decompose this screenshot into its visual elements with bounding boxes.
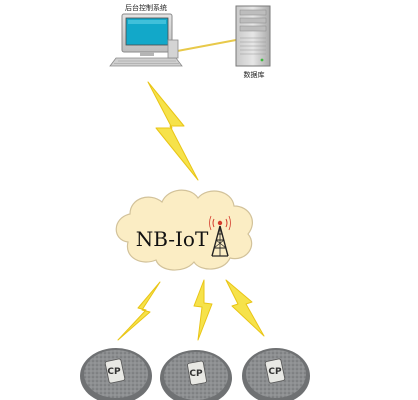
manhole-cover: CP (160, 350, 232, 400)
lightning-icon (193, 279, 213, 341)
manhole-cover-icon (80, 348, 152, 400)
cover-label: CP (189, 369, 203, 379)
server-icon (235, 5, 271, 67)
cover-label: CP (268, 367, 282, 377)
control-system-label: 后台控制系统 (125, 3, 167, 12)
antenna-tower-icon (209, 215, 231, 257)
nb-iot-label: NB-IoT (136, 227, 209, 251)
control-system-computer: 后台控制系统 (109, 3, 183, 67)
computer-server-connector (171, 39, 237, 53)
lightning-icon (225, 279, 265, 337)
manhole-cover: CP (80, 348, 152, 400)
database-server: 数据库 (235, 5, 271, 79)
manhole-cover-icon (242, 348, 310, 400)
manhole-cover: CP (242, 348, 310, 400)
cover-label: CP (107, 367, 121, 377)
lightning-icon (117, 281, 161, 341)
computer-icon (109, 13, 183, 67)
nb-iot-cloud: NB-IoT (115, 189, 253, 271)
manhole-cover-icon (160, 350, 232, 400)
cloud-icon (115, 189, 253, 271)
database-label: 数据库 (244, 70, 265, 79)
lightning-icon (147, 81, 199, 181)
